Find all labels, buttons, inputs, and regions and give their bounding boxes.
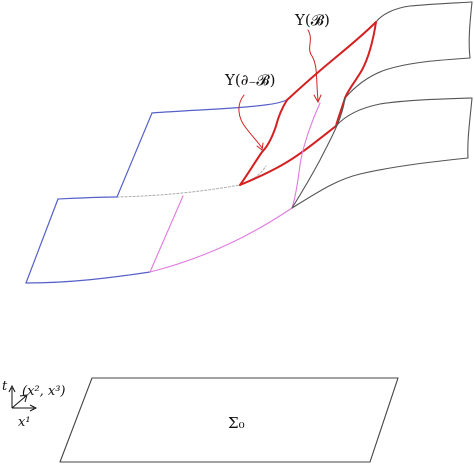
axis-t-arrowhead bbox=[8, 384, 16, 393]
label-x2x3: (x², x³) bbox=[22, 384, 66, 399]
upsilon-right-boundary bbox=[335, 21, 377, 127]
lower-sheet-right-edge bbox=[467, 97, 473, 159]
lower-sheet-bottom-edge-pink bbox=[149, 207, 293, 273]
pointer-body bbox=[307, 29, 319, 101]
upsilon-bottom-boundary bbox=[239, 125, 337, 186]
upsilon-left-boundary bbox=[239, 99, 288, 186]
label-sigma0: Σ₀ bbox=[228, 414, 245, 432]
label-upsilon-body: Υ(𝓑) bbox=[294, 11, 330, 29]
label-upsilon-boundary: Υ(∂₋𝓑) bbox=[224, 71, 276, 89]
pointer-body-arrow bbox=[313, 94, 322, 104]
label-t: t bbox=[2, 379, 8, 394]
axis-x2x3-arrowhead bbox=[19, 394, 28, 403]
initial-slice bbox=[59, 377, 399, 463]
label-x1: x¹ bbox=[18, 415, 31, 430]
lower-sheet-top-edge-left bbox=[57, 196, 118, 200]
axis-x1-arrowhead bbox=[29, 404, 38, 412]
lower-sheet-top-edge-right bbox=[335, 97, 473, 127]
grey-connector bbox=[291, 97, 346, 209]
upper-sheet-top-edge-left bbox=[151, 99, 288, 114]
axes-indicator bbox=[8, 384, 38, 412]
pointer-boundary-arrow bbox=[256, 142, 264, 151]
axis-x2x3 bbox=[11, 395, 27, 409]
lower-sheet-lower-curve bbox=[291, 157, 469, 209]
upsilon-top-boundary bbox=[286, 21, 377, 101]
pink-connector-left bbox=[149, 195, 184, 273]
upper-sheet-left-edge bbox=[116, 112, 153, 198]
upper-sheet-right-edge bbox=[468, 1, 473, 59]
pointer-boundary bbox=[238, 94, 263, 149]
lower-sheet bbox=[25, 97, 473, 284]
upper-sheet-lower-curve bbox=[344, 57, 471, 99]
pink-connector-right bbox=[291, 102, 321, 209]
upper-sheet-dotted-edge bbox=[116, 165, 267, 198]
upper-sheet-top-edge-right bbox=[375, 1, 473, 23]
lower-sheet-left-edge bbox=[25, 198, 59, 284]
lower-sheet-bottom-edge bbox=[25, 271, 151, 284]
upper-sheet bbox=[116, 1, 473, 198]
upsilon-region bbox=[239, 21, 377, 186]
pointers bbox=[238, 29, 322, 151]
